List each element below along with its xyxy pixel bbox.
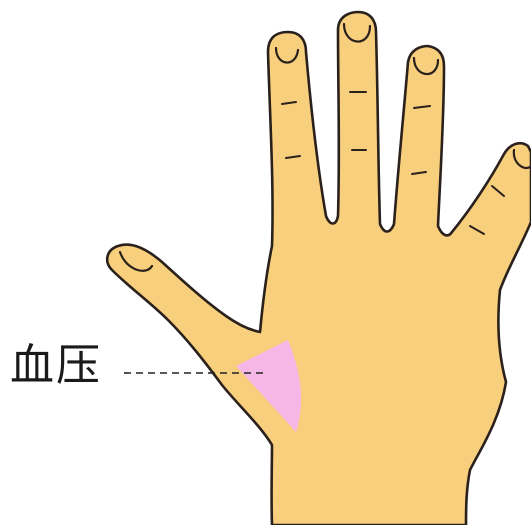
hand-palm bbox=[107, 12, 531, 525]
zone-label: 血压 bbox=[10, 340, 102, 392]
